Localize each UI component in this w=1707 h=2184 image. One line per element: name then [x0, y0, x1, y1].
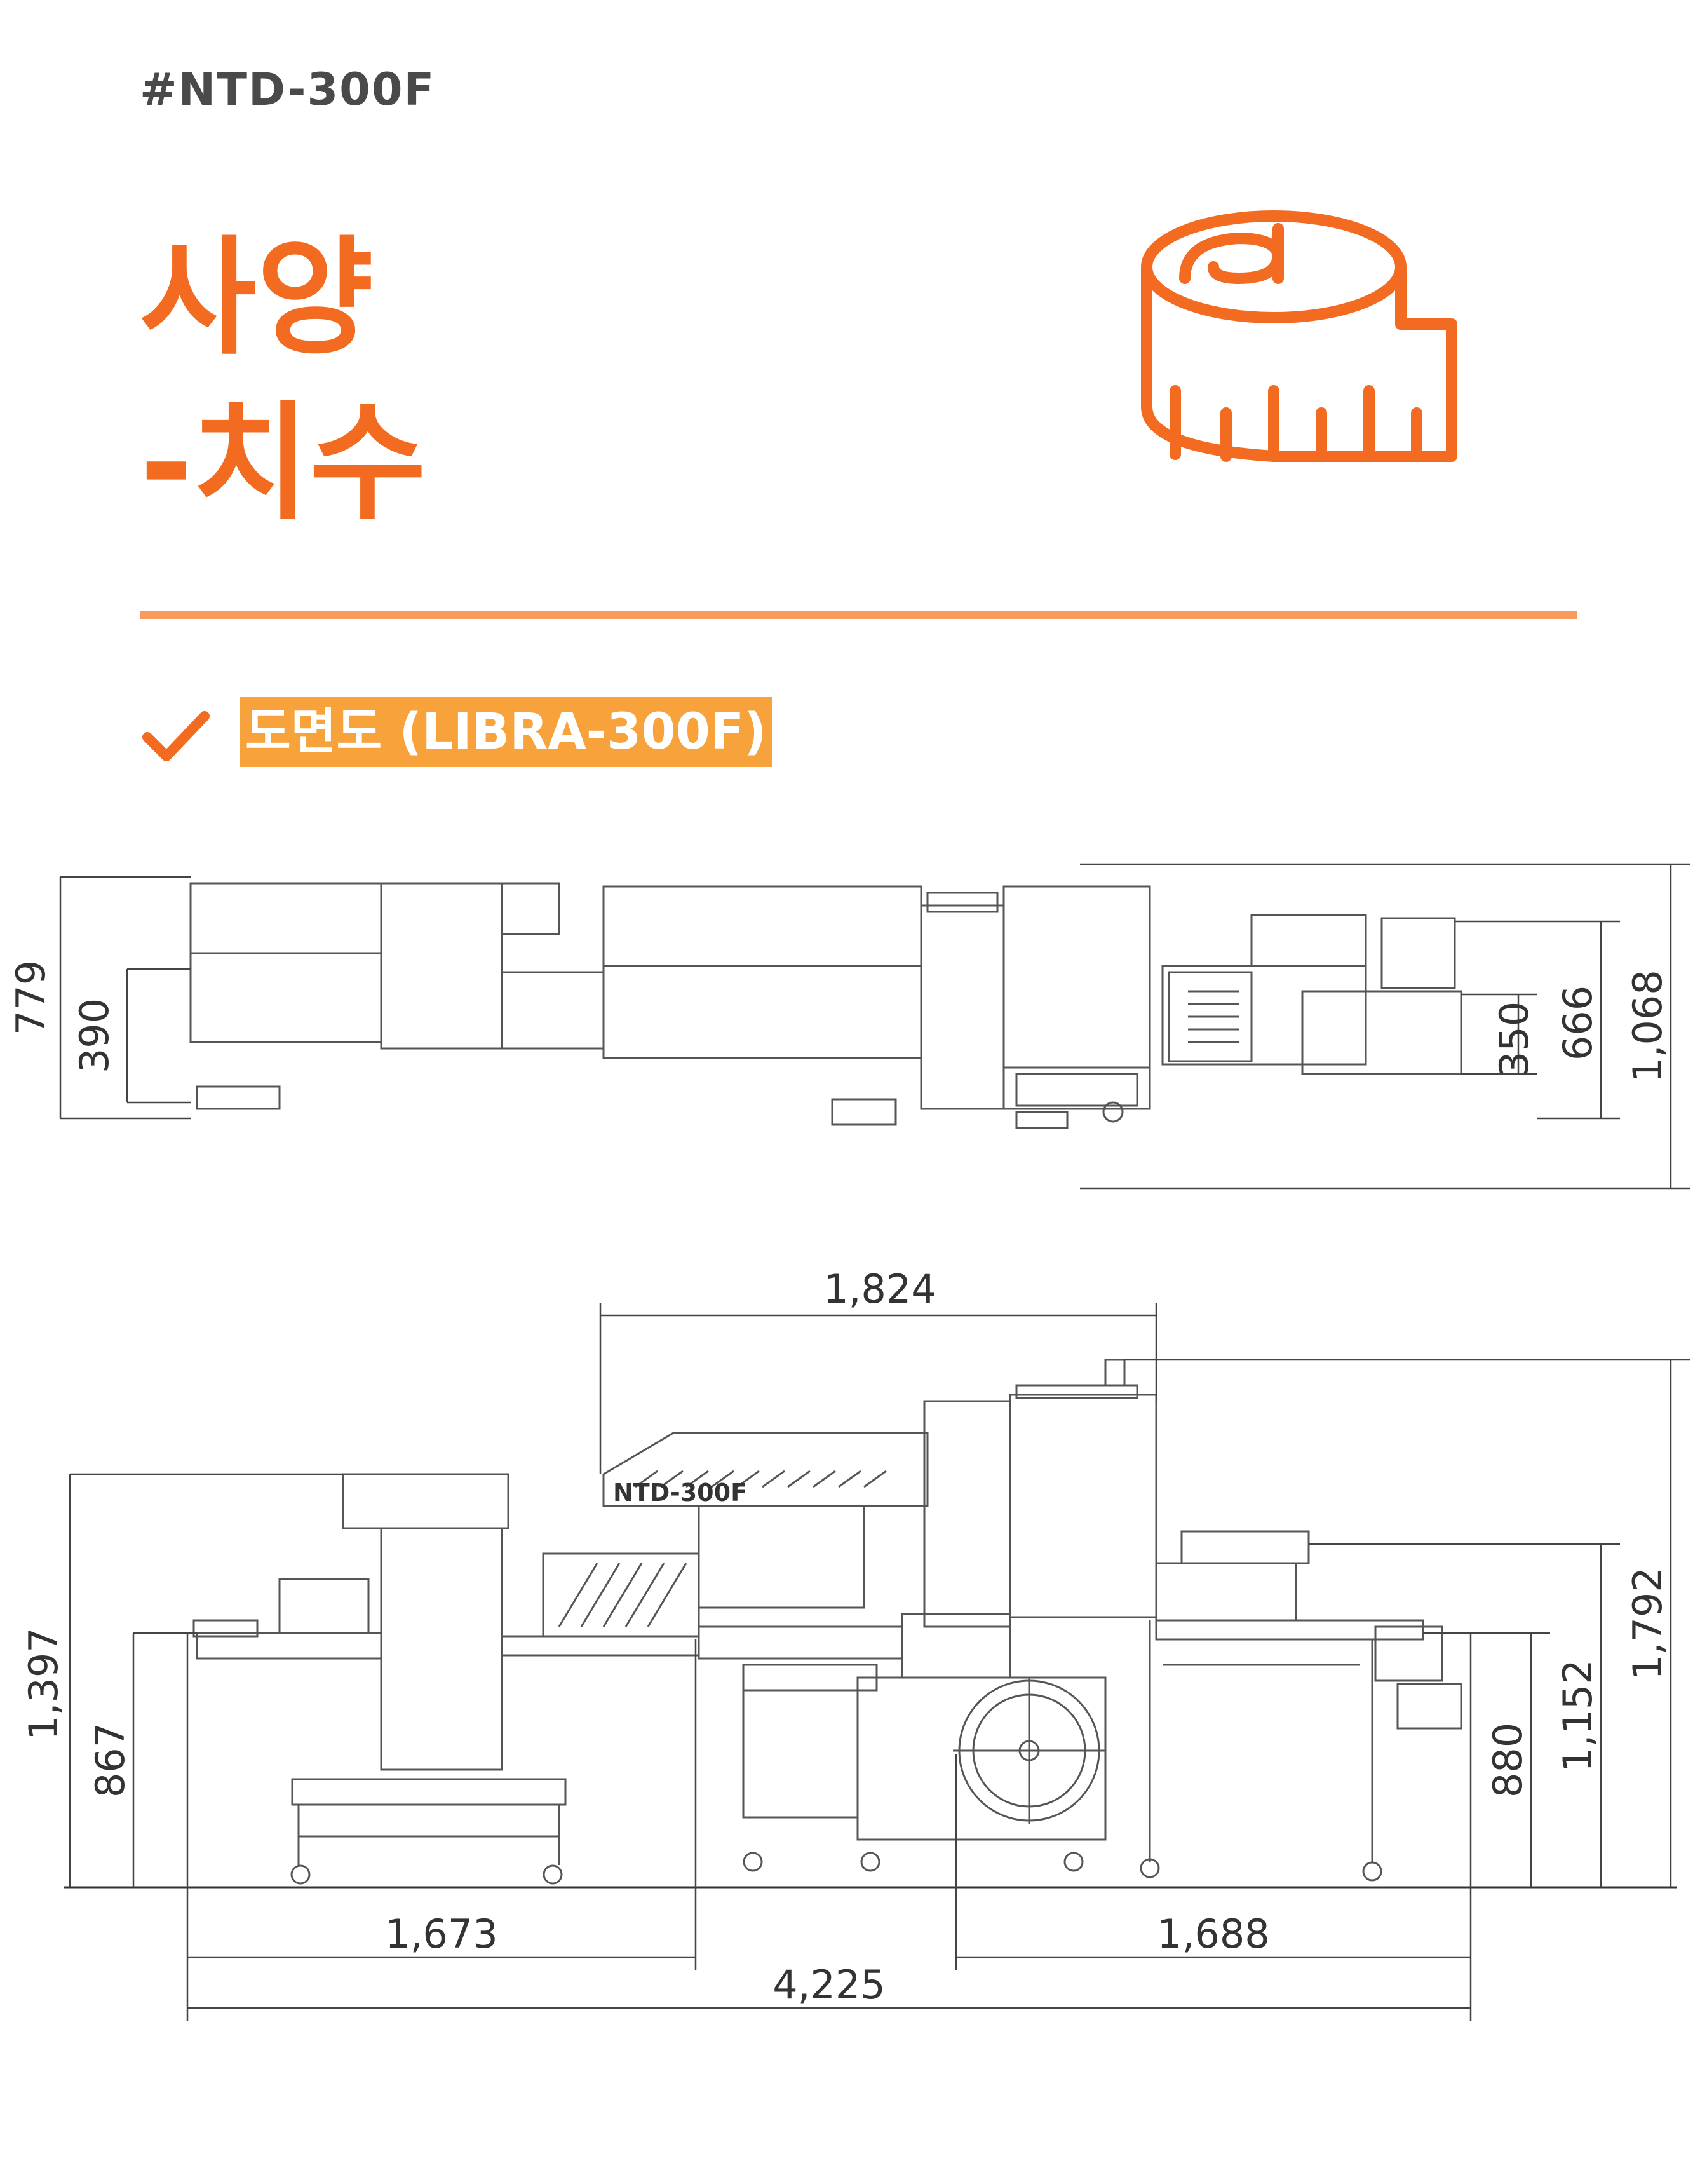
section-label: 도면도 (LIBRA-300F): [240, 697, 772, 767]
dim-779: 779: [8, 960, 54, 1035]
dim-390: 390: [71, 998, 118, 1073]
dim-1152: 1,152: [1555, 1659, 1601, 1772]
dim-666: 666: [1555, 986, 1601, 1061]
check-icon: [142, 711, 210, 761]
dim-1824: 1,824: [823, 1266, 936, 1312]
dim-867: 867: [87, 1723, 133, 1798]
measuring-tape-icon: [1141, 210, 1457, 462]
page-title-line1: 사양: [140, 224, 374, 372]
dimension-drawing: 779 390 350 666 1,068 NTD-300F 1,824 1,3…: [8, 863, 1690, 2021]
dim-1673: 1,673: [385, 1911, 498, 1957]
side-view-machine: [192, 1359, 1462, 1885]
dim-350: 350: [1491, 1001, 1537, 1076]
model-tag: #NTD-300F: [140, 64, 436, 116]
dim-1397: 1,397: [20, 1627, 67, 1740]
dim-1792: 1,792: [1624, 1567, 1671, 1680]
dim-1688: 1,688: [1157, 1911, 1270, 1957]
dim-880: 880: [1485, 1723, 1531, 1798]
side-view-dimensions: [69, 1303, 1690, 2021]
machine-label: NTD-300F: [613, 1479, 747, 1507]
divider: [140, 611, 1577, 619]
dim-4225: 4,225: [773, 1962, 886, 2008]
top-view-machine: [189, 882, 1462, 1129]
dim-1068: 1,068: [1624, 970, 1671, 1083]
top-view-dimensions: [59, 863, 1690, 1190]
page-title-line2: -치수: [140, 390, 427, 538]
